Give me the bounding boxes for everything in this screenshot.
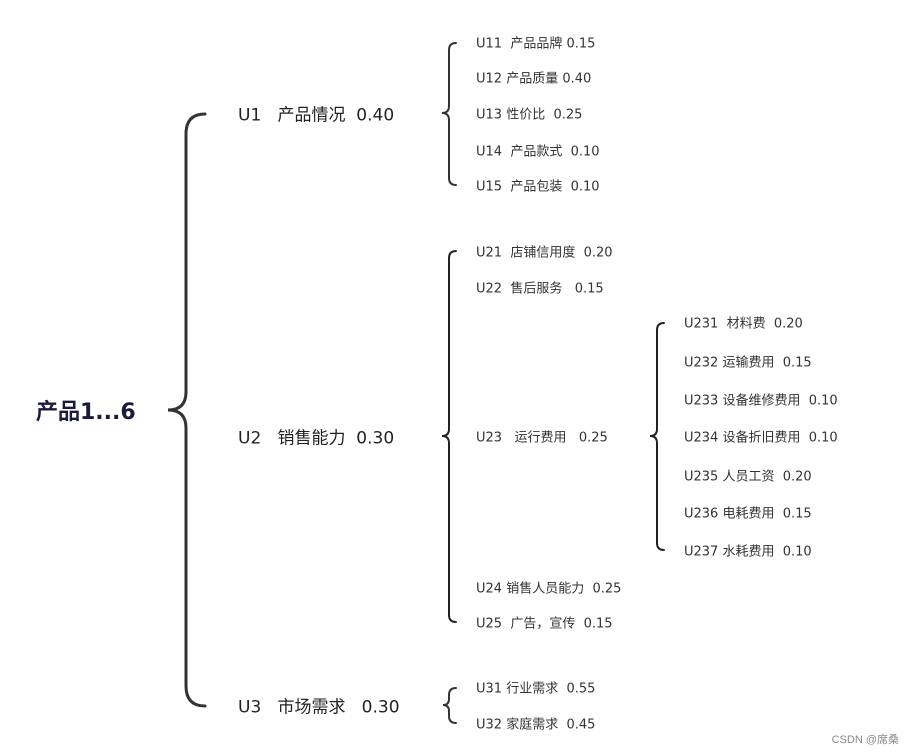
node-u2: U2 销售能力 0.30	[238, 428, 395, 449]
main-brace	[167, 112, 207, 708]
node-u31: U31 行业需求 0.55	[476, 681, 596, 697]
node-u24: U24 销售人员能力 0.25	[476, 581, 622, 597]
node-u11: U11 产品品牌 0.15	[476, 36, 596, 52]
node-u237: U237 水耗费用 0.10	[684, 544, 812, 560]
node-u1: U1 产品情况 0.40	[238, 105, 395, 126]
node-u234: U234 设备折旧费用 0.10	[684, 430, 838, 446]
node-u233: U233 设备维修费用 0.10	[684, 393, 838, 409]
node-u231: U231 材料费 0.20	[684, 316, 803, 332]
node-u235: U235 人员工资 0.20	[684, 469, 812, 485]
u23-brace	[649, 322, 665, 551]
u2-brace	[441, 250, 457, 623]
node-u23: U23 运行费用 0.25	[476, 430, 608, 446]
node-u32: U32 家庭需求 0.45	[476, 717, 596, 733]
node-u232: U232 运输费用 0.15	[684, 355, 812, 371]
node-u21: U21 店铺信用度 0.20	[476, 245, 613, 261]
node-u236: U236 电耗费用 0.15	[684, 506, 812, 522]
node-u12: U12 产品质量 0.40	[476, 71, 592, 87]
u1-brace	[441, 42, 457, 186]
node-u3: U3 市场需求 0.30	[238, 697, 400, 718]
watermark: CSDN @席桑	[831, 734, 899, 746]
root-node: 产品1...6	[36, 400, 136, 425]
node-u22: U22 售后服务 0.15	[476, 281, 604, 297]
node-u13: U13 性价比 0.25	[476, 107, 583, 123]
node-u25: U25 广告，宣传 0.15	[476, 616, 613, 632]
u3-brace	[442, 687, 457, 724]
node-u15: U15 产品包装 0.10	[476, 179, 600, 195]
node-u14: U14 产品款式 0.10	[476, 144, 600, 160]
